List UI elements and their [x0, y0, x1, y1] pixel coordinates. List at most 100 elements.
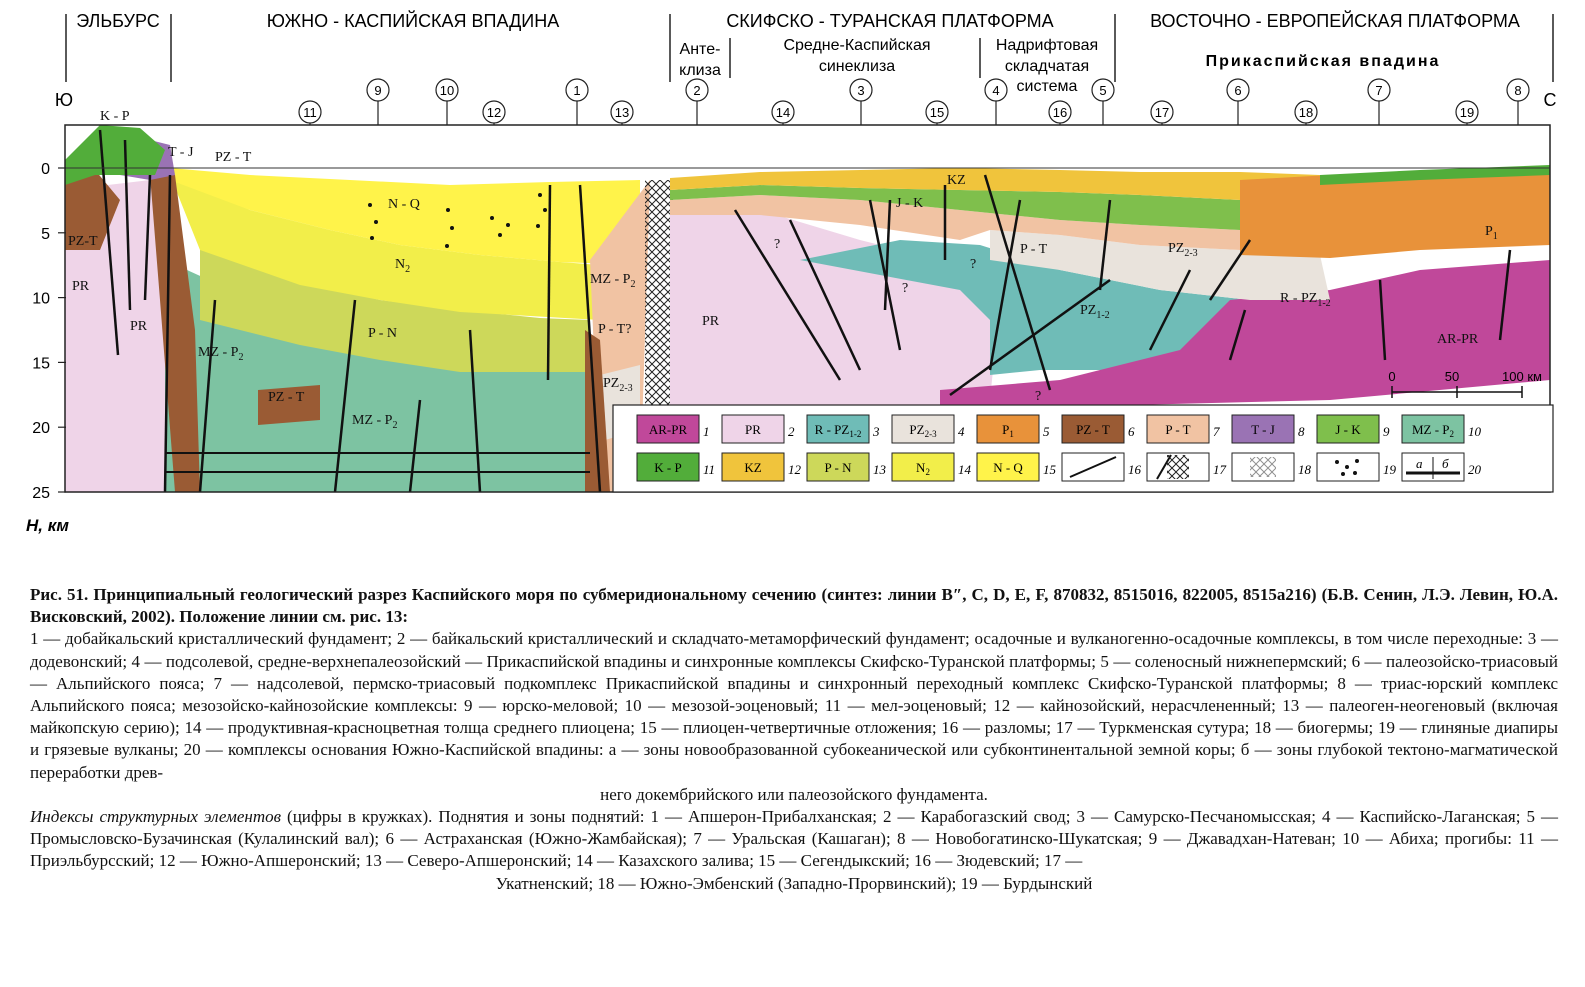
unit-label-text: K - P — [100, 109, 130, 124]
legend-swatch — [1146, 414, 1210, 444]
caption-title: Рис. 51. Принципиальный геологический ра… — [30, 585, 1558, 627]
unit-label: PZ-T — [68, 234, 98, 249]
legend-number: 17 — [1213, 462, 1227, 477]
legend-label-sub: 2 — [925, 467, 930, 477]
unit-label-text: PZ — [603, 376, 619, 391]
structure-marker-label: 18 — [1299, 105, 1313, 120]
legend-item: T - J 8 — [1231, 414, 1305, 444]
structure-marker-label: 4 — [992, 83, 999, 98]
depth-tick-label: 15 — [32, 355, 50, 372]
legend-item: P - T 7 — [1146, 414, 1220, 444]
diapir-dot — [1341, 472, 1345, 476]
legend-label-text: J - K — [1335, 422, 1361, 437]
legend-a: а — [1416, 456, 1423, 471]
unit-label: PR — [130, 319, 148, 334]
unit-label-text: R - PZ — [1280, 291, 1317, 306]
unit-label-text: N — [395, 257, 405, 272]
unit-label-text: MZ - P — [590, 272, 631, 287]
depth-tick-label: 5 — [41, 226, 50, 243]
legend-swatch-label: T - J — [1251, 422, 1275, 437]
unit-label: J - K — [896, 196, 923, 211]
structure-marker-label: 12 — [487, 105, 501, 120]
structure-marker: 2 — [685, 78, 709, 125]
legend-label-text: PZ - T — [1076, 422, 1110, 437]
legend-label-text: PZ — [909, 422, 924, 437]
unit-label: P1 — [1485, 224, 1498, 242]
structure-marker-label: 13 — [615, 105, 629, 120]
unit-label: ? — [774, 237, 780, 252]
unit-label-sub: 2 — [392, 420, 397, 431]
legend-swatch-label: N - Q — [993, 460, 1023, 475]
structure-marker: 11 — [298, 100, 322, 125]
diapir-dot — [1353, 471, 1357, 475]
structure-marker: 12 — [482, 100, 506, 125]
structure-marker: 17 — [1150, 100, 1174, 125]
structure-marker-label: 19 — [1460, 105, 1474, 120]
region-south-caspian: ЮЖНО - КАСПИЙСКАЯ ВПАДИНА — [267, 10, 559, 31]
legend-swatch-label: N2 — [916, 460, 930, 477]
unit-label-text: P - T — [1020, 242, 1048, 257]
region-east-european: ВОСТОЧНО - ЕВРОПЕЙСКАЯ ПЛАТФОРМА — [1150, 10, 1520, 31]
unit-label-text: PZ — [1080, 303, 1096, 318]
legend-number: 7 — [1213, 424, 1220, 439]
unit-label-sub: 2 — [405, 264, 410, 275]
structure-marker-label: 10 — [440, 83, 454, 98]
legend-swatch-label: K - P — [654, 460, 681, 475]
legend-number: 12 — [788, 462, 802, 477]
legend-swatch — [1231, 414, 1295, 444]
unit-label: MZ - P2 — [198, 345, 243, 363]
legend-number: 2 — [788, 424, 795, 439]
unit-label-text: P - T? — [598, 322, 631, 337]
unit-label: PZ2-3 — [603, 376, 633, 394]
unit-label: R - PZ1-2 — [1280, 291, 1331, 309]
scale-bar: 0 50 100 км — [1388, 369, 1542, 398]
unit-label-text: PR — [702, 314, 720, 329]
unit-label: P - T — [1020, 242, 1048, 257]
unit-label: MZ - P2 — [590, 272, 635, 290]
legend-swatch — [1061, 414, 1125, 444]
structure-marker-label: 9 — [374, 83, 381, 98]
structure-marker: 6 — [1226, 78, 1250, 125]
legend-number: 8 — [1298, 424, 1305, 439]
legend-number: 10 — [1468, 424, 1482, 439]
unit-label-sub: 1-2 — [1317, 298, 1330, 309]
caption-body-end: него докембрийского или палеозойского фу… — [600, 784, 988, 804]
legend-label-text: AR-PR — [649, 422, 688, 437]
legend-swatch — [721, 414, 785, 444]
legend-label-text: R - PZ — [815, 422, 850, 437]
legend-swatch — [1316, 414, 1380, 444]
legend-number: 16 — [1128, 462, 1142, 477]
diapir-dot — [1355, 459, 1359, 463]
unit-label-sub: 2-3 — [1184, 248, 1197, 259]
legend-swatch — [891, 414, 955, 444]
unit-label-sub: 2 — [238, 352, 243, 363]
geological-section: ЭЛЬБУРС ЮЖНО - КАСПИЙСКАЯ ВПАДИНА СКИФСК… — [26, 10, 1557, 535]
legend-number: 19 — [1383, 462, 1397, 477]
legend-label-text: N — [916, 460, 926, 475]
legend-label-sub: 1 — [1009, 429, 1014, 439]
structure-marker: 5 — [1091, 78, 1115, 125]
unit-label: ? — [1035, 389, 1041, 404]
legend-label-text: P - T — [1165, 422, 1190, 437]
depth-tick-label: 25 — [32, 485, 50, 502]
unit-label: MZ - P2 — [352, 413, 397, 431]
unit-label: KZ — [947, 173, 966, 188]
caption-index-text: (цифры в кружках). Поднятия и зоны подня… — [30, 807, 1558, 871]
structure-marker-label: 15 — [930, 105, 944, 120]
unit-label-text: AR-PR — [1437, 332, 1479, 347]
legend-item: 16 — [1061, 452, 1142, 482]
structure-marker: 13 — [610, 100, 634, 125]
structure-marker-label: 17 — [1155, 105, 1169, 120]
legend-swatch — [976, 452, 1040, 482]
legend-swatch — [976, 414, 1040, 444]
unit-label: N2 — [395, 257, 410, 275]
legend-swatch — [636, 414, 700, 444]
